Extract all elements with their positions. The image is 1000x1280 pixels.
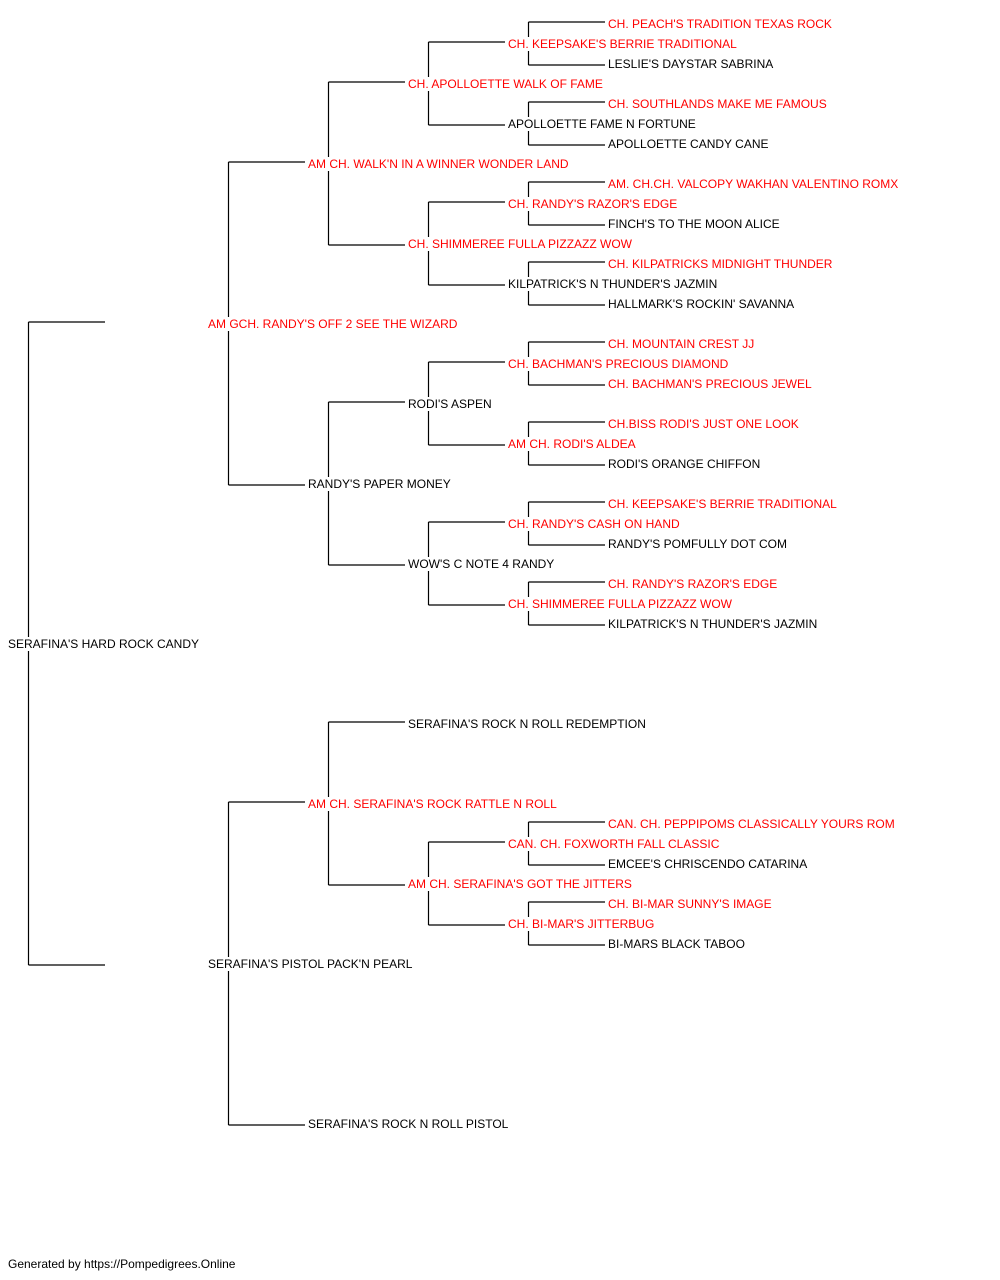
gen6-ancestor-15: CH. RANDY'S RAZOR'S EDGE: [608, 577, 780, 591]
gen6-ancestor-8: HALLMARK'S ROCKIN' SAVANNA: [608, 297, 797, 311]
paternal-grandsire: AM CH. WALK'N IN A WINNER WONDER LAND: [308, 157, 571, 171]
generated-by-footer: Generated by https://Pompedigrees.Online: [8, 1257, 236, 1271]
gen5-ancestor-3: CH. RANDY'S RAZOR'S EDGE: [508, 197, 680, 211]
gen6-ancestor-6: FINCH'S TO THE MOON ALICE: [608, 217, 782, 231]
gen6-ancestor-23: CH. BI-MAR SUNNY'S IMAGE: [608, 897, 774, 911]
gen5-ancestor-8: CH. SHIMMEREE FULLA PIZZAZZ WOW: [508, 597, 735, 611]
gen6-ancestor-16: KILPATRICK'S N THUNDER'S JAZMIN: [608, 617, 820, 631]
gen6-ancestor-9: CH. MOUNTAIN CREST JJ: [608, 337, 757, 351]
gen5-ancestor-7: CH. RANDY'S CASH ON HAND: [508, 517, 682, 531]
gen5-ancestor-1: CH. KEEPSAKE'S BERRIE TRADITIONAL: [508, 37, 739, 51]
gen6-ancestor-7: CH. KILPATRICKS MIDNIGHT THUNDER: [608, 257, 835, 271]
maternal-granddam: SERAFINA'S ROCK N ROLL PISTOL: [308, 1117, 511, 1131]
great-grandparent-6: AM CH. SERAFINA'S GOT THE JITTERS: [408, 877, 634, 891]
paternal-granddam: RANDY'S PAPER MONEY: [308, 477, 453, 491]
gen6-ancestor-22: EMCEE'S CHRISCENDO CATARINA: [608, 857, 810, 871]
gen6-ancestor-1: CH. PEACH'S TRADITION TEXAS ROCK: [608, 17, 834, 31]
dam: SERAFINA'S PISTOL PACK'N PEARL: [208, 957, 415, 971]
great-grandparent-2: CH. SHIMMEREE FULLA PIZZAZZ WOW: [408, 237, 635, 251]
gen5-ancestor-6: AM CH. RODI'S ALDEA: [508, 437, 638, 451]
gen6-ancestor-24: BI-MARS BLACK TABOO: [608, 937, 747, 951]
maternal-grandsire: AM CH. SERAFINA'S ROCK RATTLE N ROLL: [308, 797, 559, 811]
sire: AM GCH. RANDY'S OFF 2 SEE THE WIZARD: [208, 317, 460, 331]
great-grandparent-3: RODI'S ASPEN: [408, 397, 494, 411]
gen6-ancestor-21: CAN. CH. PEPPIPOMS CLASSICALLY YOURS ROM: [608, 817, 897, 831]
gen6-ancestor-3: CH. SOUTHLANDS MAKE ME FAMOUS: [608, 97, 829, 111]
great-grandparent-1: CH. APOLLOETTE WALK OF FAME: [408, 77, 605, 91]
gen5-ancestor-5: CH. BACHMAN'S PRECIOUS DIAMOND: [508, 357, 731, 371]
gen6-ancestor-12: RODI'S ORANGE CHIFFON: [608, 457, 763, 471]
subject-dog: SERAFINA'S HARD ROCK CANDY: [8, 637, 201, 651]
gen5-ancestor-11: CAN. CH. FOXWORTH FALL CLASSIC: [508, 837, 722, 851]
gen6-ancestor-13: CH. KEEPSAKE'S BERRIE TRADITIONAL: [608, 497, 839, 511]
great-grandparent-4: WOW'S C NOTE 4 RANDY: [408, 557, 557, 571]
gen5-ancestor-12: CH. BI-MAR'S JITTERBUG: [508, 917, 657, 931]
gen6-ancestor-4: APOLLOETTE CANDY CANE: [608, 137, 771, 151]
gen5-ancestor-2: APOLLOETTE FAME N FORTUNE: [508, 117, 698, 131]
gen6-ancestor-2: LESLIE'S DAYSTAR SABRINA: [608, 57, 776, 71]
great-grandparent-5: SERAFINA'S ROCK N ROLL REDEMPTION: [408, 717, 648, 731]
gen6-ancestor-14: RANDY'S POMFULLY DOT COM: [608, 537, 789, 551]
gen5-ancestor-4: KILPATRICK'S N THUNDER'S JAZMIN: [508, 277, 720, 291]
gen6-ancestor-11: CH.BISS RODI'S JUST ONE LOOK: [608, 417, 801, 431]
gen6-ancestor-10: CH. BACHMAN'S PRECIOUS JEWEL: [608, 377, 814, 391]
gen6-ancestor-5: AM. CH.CH. VALCOPY WAKHAN VALENTINO ROMX: [608, 177, 901, 191]
